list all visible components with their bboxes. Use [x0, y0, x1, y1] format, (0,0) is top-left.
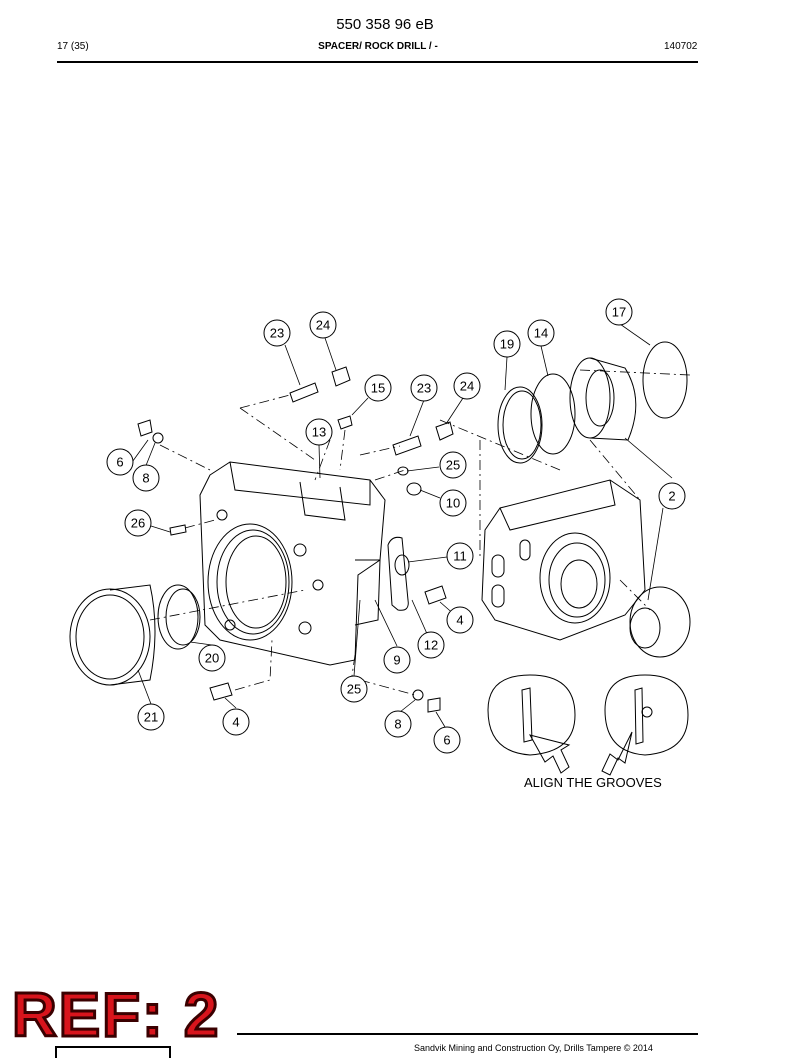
- callout: 2: [658, 482, 686, 510]
- svg-text:2: 2: [668, 489, 675, 504]
- svg-text:11: 11: [453, 549, 467, 564]
- callout: 4: [222, 708, 250, 736]
- callout: 13: [305, 418, 333, 446]
- callout-balloons: 17 24 23 14 19 15 23 24 13 6 8 25 10 2 2…: [106, 298, 686, 754]
- svg-text:24: 24: [316, 318, 330, 333]
- svg-text:8: 8: [394, 717, 401, 732]
- callout: 24: [453, 372, 481, 400]
- callout: 23: [410, 374, 438, 402]
- callout: 8: [132, 464, 160, 492]
- svg-text:9: 9: [393, 653, 400, 668]
- svg-text:19: 19: [500, 337, 514, 352]
- svg-text:25: 25: [347, 682, 361, 697]
- callout: 24: [309, 311, 337, 339]
- svg-text:4: 4: [232, 715, 239, 730]
- svg-text:17: 17: [612, 305, 626, 320]
- svg-text:23: 23: [417, 381, 431, 396]
- callout: 11: [446, 542, 474, 570]
- callout: 15: [364, 374, 392, 402]
- footer-rule: [237, 1033, 698, 1035]
- svg-text:26: 26: [131, 516, 145, 531]
- svg-text:24: 24: [460, 379, 474, 394]
- callout: 25: [340, 675, 368, 703]
- callout: 6: [433, 726, 461, 754]
- callout: 19: [493, 330, 521, 358]
- sandvik-logo: [55, 1046, 171, 1058]
- callout: 23: [263, 319, 291, 347]
- svg-text:15: 15: [371, 381, 385, 396]
- svg-text:14: 14: [534, 326, 548, 341]
- callout: 20: [198, 644, 226, 672]
- align-grooves-note: ALIGN THE GROOVES: [524, 775, 662, 790]
- svg-text:10: 10: [446, 496, 460, 511]
- leader-lines: [129, 323, 673, 728]
- svg-text:6: 6: [116, 455, 123, 470]
- svg-text:23: 23: [270, 326, 284, 341]
- svg-text:25: 25: [446, 458, 460, 473]
- revision-date: 140702: [664, 41, 698, 52]
- svg-text:21: 21: [144, 710, 158, 725]
- page-number: 17 (35): [57, 41, 89, 52]
- dash-lines: [149, 369, 691, 696]
- callout: 8: [384, 710, 412, 738]
- header-rule: [57, 61, 698, 63]
- callout: 17: [605, 298, 633, 326]
- callout: 10: [439, 489, 467, 517]
- callout: 21: [137, 703, 165, 731]
- svg-text:8: 8: [142, 471, 149, 486]
- svg-text:6: 6: [443, 733, 450, 748]
- doc-number: 550 358 96 eB: [336, 16, 434, 33]
- svg-text:20: 20: [205, 651, 219, 666]
- callout: 4: [446, 606, 474, 634]
- svg-text:13: 13: [312, 425, 326, 440]
- callout: 25: [439, 451, 467, 479]
- page-title: SPACER/ ROCK DRILL / -: [318, 41, 438, 52]
- svg-text:12: 12: [424, 638, 438, 653]
- callout: 26: [124, 509, 152, 537]
- callout: 9: [383, 646, 411, 674]
- callout: 6: [106, 448, 134, 476]
- svg-text:4: 4: [456, 613, 463, 628]
- drawing-linework: [69, 341, 691, 776]
- callout: 12: [417, 631, 445, 659]
- copyright-text: Sandvik Mining and Construction Oy, Dril…: [414, 1043, 653, 1053]
- ref-stamp: REF: 2: [10, 981, 221, 1050]
- callout: 14: [527, 319, 555, 347]
